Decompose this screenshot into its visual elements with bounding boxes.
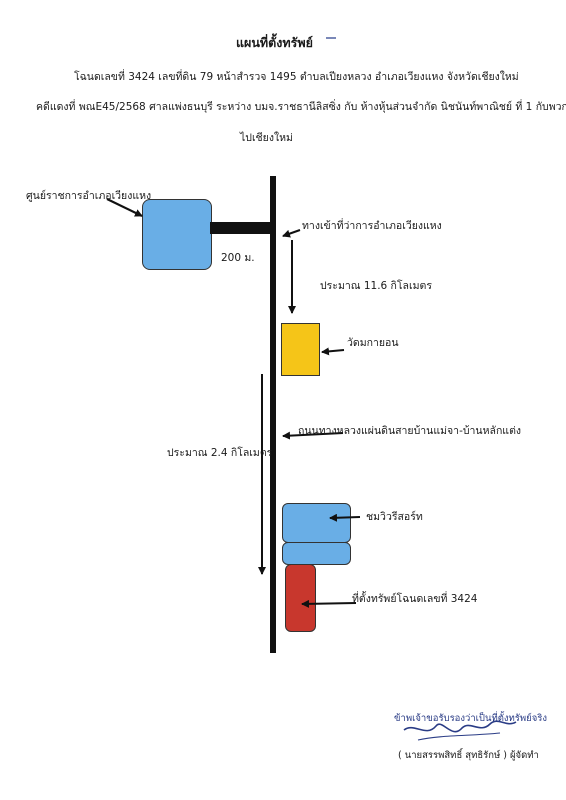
deed-line: โฉนดเลขที่ 3424 เลขที่ดิน 79 หน้าสำรวจ 1… [74, 71, 519, 83]
temple-arrow [321, 347, 345, 356]
distance-11-label: ประมาณ 11.6 กิโลเมตร [320, 280, 432, 292]
signature-mark [403, 720, 517, 733]
temple-box [281, 323, 320, 376]
distance-200-label: 200 ม. [221, 252, 255, 264]
signatory-name: ( นายสรรพสิทธิ์ สุทธิรักษ์ ) ผู้จัดทำ [398, 750, 539, 761]
page-title: แผนที่ตั้งทรัพย์ [236, 35, 313, 50]
property-box [285, 564, 316, 632]
signature-underline [417, 732, 501, 741]
resort-box [282, 503, 351, 543]
district-office-label: ศูนย์ราชการอำเภอเวียงแหง [26, 190, 152, 202]
temple-label: วัดมกายอน [347, 337, 399, 349]
resort-annex-box [282, 542, 351, 565]
main-road [270, 176, 276, 653]
property-arrow [301, 599, 357, 608]
district-office-arrow [106, 198, 143, 217]
entrance-label: ทางเข้าที่ว่าการอำเภอเวียงแหง [302, 220, 442, 232]
property-label: ที่ตั้งทรัพย์โฉนดเลขที่ 3424 [352, 593, 478, 605]
road-arrow [282, 431, 344, 440]
certification-text: ข้าพเจ้าขอรับรองว่าเป็นที่ตั้งทรัพย์จริง [394, 713, 548, 724]
entrance-arrow [282, 229, 301, 238]
resort-label: ชมวิวรีสอร์ท [366, 511, 423, 523]
pen-mark [326, 37, 336, 39]
distance-2-label: ประมาณ 2.4 กิโลเมตร [167, 447, 273, 459]
case-line-continued: ไปเชียงใหม่ [240, 132, 293, 144]
road-label: ถนนทางหลวงแผ่นดินสายบ้านแม่จา-บ้านหลักแต… [298, 425, 522, 437]
district-office-box [142, 199, 212, 270]
branch-road [210, 222, 272, 234]
resort-arrow [329, 513, 361, 522]
case-line: คดีแดงที่ พณE45/2568 ศาลแพ่งธนบุรี ระหว่… [36, 101, 566, 113]
